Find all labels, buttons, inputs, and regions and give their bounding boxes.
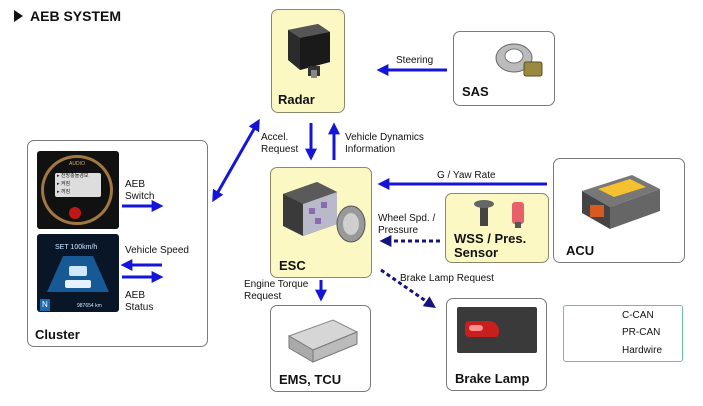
cluster-top-label: AUDIO [69, 161, 85, 167]
acu-module-icon [582, 175, 660, 229]
radar-module-icon [288, 24, 330, 78]
lane-car-icon [47, 256, 109, 292]
legend-hardwire-label: Hardwire [622, 345, 663, 356]
cluster-menu-item: ▸ 전방충돌경보 [57, 173, 89, 179]
cluster-menu-item: ▸ 꺼짐 [57, 189, 71, 195]
aeb-switch-signal-label: AEB Switch [125, 179, 155, 202]
cluster-gauge-ring [41, 155, 113, 225]
wheel-spd-signal-label: Wheel Spd. / Pressure [378, 213, 436, 236]
ems-tcu-node: EMS, TCU [270, 305, 371, 392]
triangle-bullet-icon [14, 10, 23, 22]
cluster-red-knob [69, 207, 81, 219]
legend-c-can-label: C-CAN [622, 310, 654, 321]
cluster-radar-arrow [212, 118, 260, 203]
cluster-menu: ▸ 전방충돌경보 ▸ 켜짐 ▸ 꺼짐 [55, 173, 101, 197]
vehicle-speed-signal-label: Vehicle Speed [125, 245, 189, 256]
ems-tcu-label: EMS, TCU [279, 372, 342, 387]
esc-node: ESC [270, 167, 372, 278]
legend: C-CAN PR-CAN Hardwire [563, 305, 683, 362]
wss-node: WSS / Pres. Sensor [445, 193, 549, 263]
acu-label: ACU [566, 243, 595, 258]
cluster-set-speed: SET 100km/h [55, 244, 98, 251]
cluster-gear: N [40, 299, 50, 311]
g-yaw-rate-signal-label: G / Yaw Rate [437, 170, 496, 181]
cluster-speed-screen: SET 100km/h N 987654 km [37, 234, 119, 312]
page-title: AEB SYSTEM [14, 8, 121, 24]
ems-tcu-module-icon [287, 319, 359, 363]
aeb-status-signal-label: AEB Status [125, 290, 154, 313]
sas-node: SAS [453, 31, 555, 106]
steering-angle-sensor-icon [495, 43, 543, 77]
esc-module-icon [283, 182, 366, 243]
brake-lamp-photo [457, 307, 537, 353]
cluster-label: Cluster [35, 327, 80, 342]
engine-torque-signal-label: Engine Torque Request [244, 279, 309, 302]
cluster-node: AUDIO ▸ 전방충돌경보 ▸ 켜짐 ▸ 꺼짐 SET 100km/h N 9… [27, 140, 208, 347]
sas-label: SAS [462, 84, 489, 99]
brake-lamp-light-inner [469, 325, 483, 331]
brake-lamp-request-signal-label: Brake Lamp Request [400, 273, 494, 284]
vehicle-dynamics-signal-label: Vehicle Dynamics Information [345, 132, 424, 155]
brake-lamp-request-arrow [380, 268, 436, 309]
cluster-odometer: 987654 km [77, 303, 102, 309]
pressure-sensor-icon [512, 202, 524, 228]
esc-label: ESC [279, 258, 306, 273]
brake-lamp-node: Brake Lamp [446, 298, 547, 391]
acu-node: ACU [553, 158, 685, 263]
legend-pr-can-label: PR-CAN [622, 327, 661, 338]
radar-label: Radar [278, 92, 315, 107]
wss-label: WSS / Pres. Sensor [454, 231, 527, 260]
cluster-menu-item: ▸ 켜짐 [57, 181, 71, 187]
radar-node: Radar [271, 9, 345, 113]
brake-lamp-label: Brake Lamp [455, 371, 530, 386]
accel-request-signal-label: Accel. Request [261, 132, 299, 155]
cluster-switch-screen: AUDIO ▸ 전방충돌경보 ▸ 켜짐 ▸ 꺼짐 [37, 151, 119, 229]
steering-signal-label: Steering [396, 55, 434, 66]
wheel-speed-sensor-icon [474, 200, 494, 226]
